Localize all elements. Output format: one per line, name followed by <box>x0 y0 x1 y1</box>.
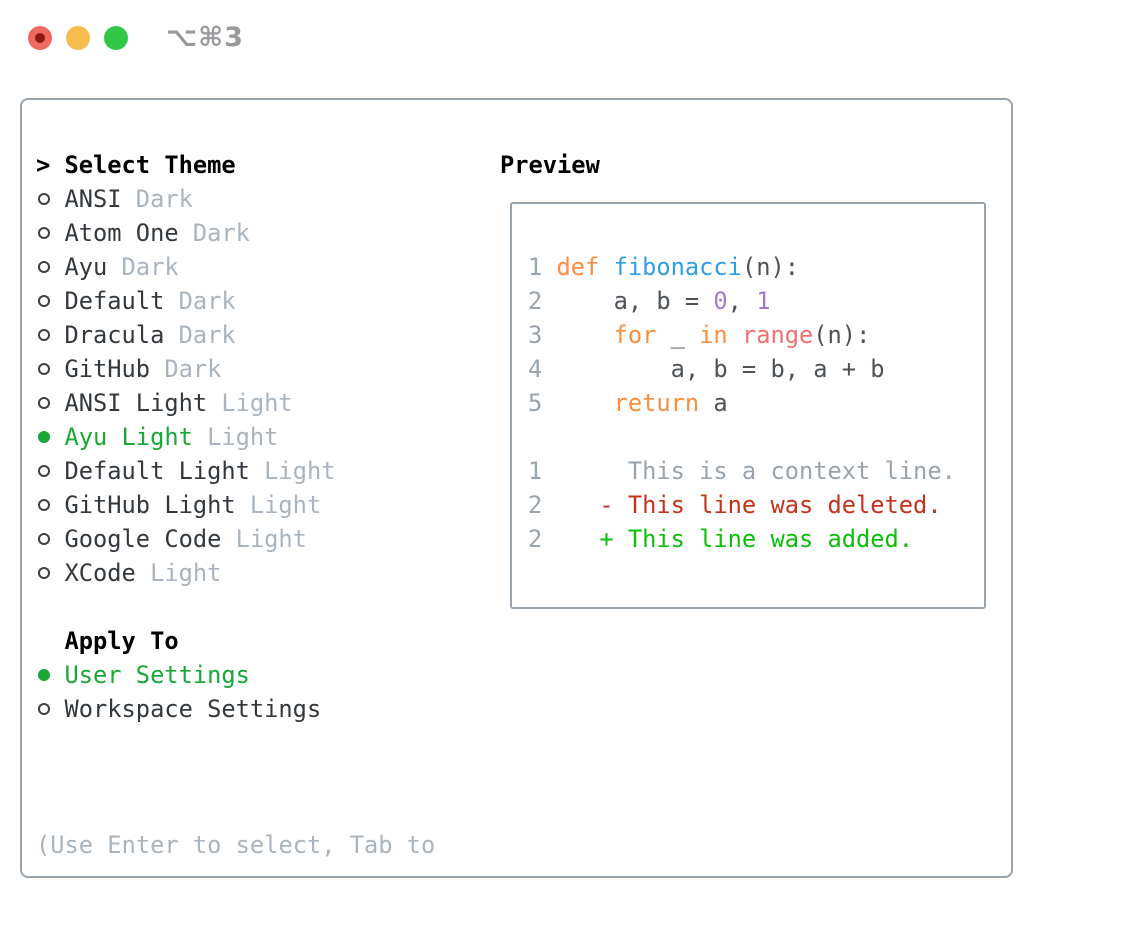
preview-title: Preview <box>500 151 600 179</box>
variant-tag: Dark <box>164 321 236 349</box>
radio-icon <box>36 533 65 545</box>
theme-item-github-light[interactable]: GitHub Light Light <box>36 488 335 522</box>
variant-tag: Dark <box>164 287 236 315</box>
theme-item-ansi[interactable]: ANSI Dark <box>36 182 335 216</box>
apply-option-user-settings[interactable]: User Settings <box>36 658 335 692</box>
theme-item-google-code[interactable]: Google Code Light <box>36 522 335 556</box>
select-theme-header: > Select Theme <box>36 148 335 182</box>
hint-line-1: (Use Enter to select, Tab to <box>36 831 436 859</box>
line-number: 2 <box>528 287 557 315</box>
theme-item-dracula[interactable]: Dracula Dark <box>36 318 335 352</box>
variant-tag: Light <box>235 491 322 519</box>
theme-item-default-light[interactable]: Default Light Light <box>36 454 335 488</box>
item-label: GitHub <box>64 355 151 383</box>
line-number: 1 <box>528 253 557 281</box>
theme-item-github[interactable]: GitHub Dark <box>36 352 335 386</box>
code-line: 1 This is a context line. <box>528 457 956 485</box>
theme-item-atom-one[interactable]: Atom One Dark <box>36 216 335 250</box>
code-line: 3 for _ in range(n): <box>528 321 871 349</box>
code-line <box>528 420 956 454</box>
code-line: 2 a, b = 0, 1 <box>528 287 771 315</box>
line-number: 1 <box>528 457 557 485</box>
radio-icon <box>36 567 65 579</box>
theme-item-xcode[interactable]: XCode Light <box>36 556 335 590</box>
item-label: User Settings <box>64 661 250 689</box>
theme-item-default[interactable]: Default Dark <box>36 284 335 318</box>
item-label: Default <box>64 287 165 315</box>
item-label: GitHub Light <box>64 491 236 519</box>
variant-tag: Light <box>135 559 222 587</box>
item-label: Atom One <box>64 219 179 247</box>
code-line: 2 + This line was added. <box>528 525 914 553</box>
radio-icon <box>36 397 65 409</box>
item-label: Ayu Light <box>64 423 193 451</box>
variant-tag: Light <box>207 389 293 417</box>
item-label: XCode <box>64 559 136 587</box>
hint-line-2: change focus) <box>36 930 435 934</box>
apply-option-workspace-settings[interactable]: Workspace Settings <box>36 692 335 726</box>
line-number: 2 <box>528 491 557 519</box>
radio-icon <box>36 295 65 307</box>
zoom-button[interactable] <box>104 26 128 50</box>
radio-icon <box>36 499 65 511</box>
item-label: ANSI <box>64 185 122 213</box>
code-line: 5 return a <box>528 389 728 417</box>
item-label: Workspace Settings <box>64 695 322 723</box>
variant-tag: Light <box>192 423 279 451</box>
minimize-button[interactable] <box>66 26 90 50</box>
close-button[interactable] <box>28 26 52 50</box>
line-number: 2 <box>528 525 557 553</box>
item-label: Ayu <box>64 253 108 281</box>
variant-tag: Dark <box>178 219 250 247</box>
radio-icon <box>36 227 65 239</box>
radio-icon <box>36 465 65 477</box>
radio-icon <box>36 363 65 375</box>
radio-icon <box>36 703 65 715</box>
preview-code: 1 def fibonacci(n): 2 a, b = 0, 1 3 for _ … <box>528 250 956 556</box>
code-line: 2 - This line was deleted. <box>528 491 942 519</box>
code-line: 1 def fibonacci(n): <box>528 253 799 281</box>
radio-icon <box>36 261 65 273</box>
line-number: 3 <box>528 321 557 349</box>
apply-to-header: Apply To <box>36 624 335 658</box>
theme-item-ansi-light[interactable]: ANSI Light Light <box>36 386 335 420</box>
apply-to-title: Apply To <box>64 627 179 655</box>
line-number: 4 <box>528 355 557 383</box>
radio-icon <box>36 329 65 341</box>
variant-tag: Light <box>249 457 336 485</box>
window-title-shortcut: ⌥⌘3 <box>166 22 244 53</box>
variant-tag: Dark <box>150 355 222 383</box>
variant-tag: Light <box>221 525 307 553</box>
titlebar: ⌥⌘3 <box>0 0 1140 76</box>
select-theme-title: Select Theme <box>64 151 236 179</box>
item-label: Default Light <box>64 457 250 485</box>
theme-item-ayu-light[interactable]: Ayu Light Light <box>36 420 335 454</box>
radio-icon <box>36 193 65 205</box>
theme-item-ayu[interactable]: Ayu Dark <box>36 250 335 284</box>
radio-selected-icon <box>36 669 65 681</box>
cursor-icon: > <box>36 151 51 179</box>
preview-pane: 1 def fibonacci(n): 2 a, b = 0, 1 3 for _ … <box>510 202 986 609</box>
item-label: ANSI Light <box>64 389 208 417</box>
item-label: Dracula <box>64 321 165 349</box>
code-line: 4 a, b = b, a + b <box>528 355 885 383</box>
line-number: 5 <box>528 389 557 417</box>
item-label: Google Code <box>64 525 222 553</box>
keyboard-hint: (Use Enter to select, Tab to change focu… <box>36 760 435 934</box>
radio-selected-icon <box>36 431 65 443</box>
variant-tag: Dark <box>107 253 179 281</box>
variant-tag: Dark <box>121 185 193 213</box>
